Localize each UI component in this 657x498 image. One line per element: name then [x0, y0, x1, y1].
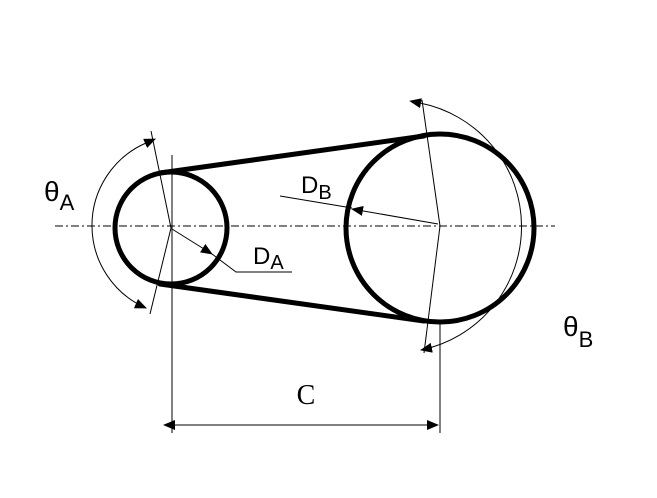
diameter-leader-b-tail — [279, 195, 353, 209]
diameter-leader-b — [351, 205, 439, 225]
center-distance-label: C — [297, 380, 316, 411]
belt-lower-span — [157, 281, 427, 324]
tangent-normal-line-b-lower — [423, 225, 441, 354]
wrap-angle-arc-a — [91, 138, 157, 309]
diameter-leader-a — [171, 228, 213, 255]
theta-a-label: θA — [44, 176, 75, 215]
tangent-normal-line-a-lower — [149, 227, 172, 315]
tangent-normal-line-b — [421, 99, 441, 227]
diameter-a-label: DA — [253, 243, 284, 274]
belt-upper-span — [157, 133, 427, 176]
diameter-leader-a-tail — [211, 253, 292, 273]
diameter-b-label: DB — [301, 172, 332, 204]
tangent-normal-line-a — [150, 130, 172, 229]
theta-b-label: θB — [563, 311, 593, 352]
pulley-b — [343, 131, 537, 325]
wrap-angle-arc-b — [409, 98, 522, 353]
